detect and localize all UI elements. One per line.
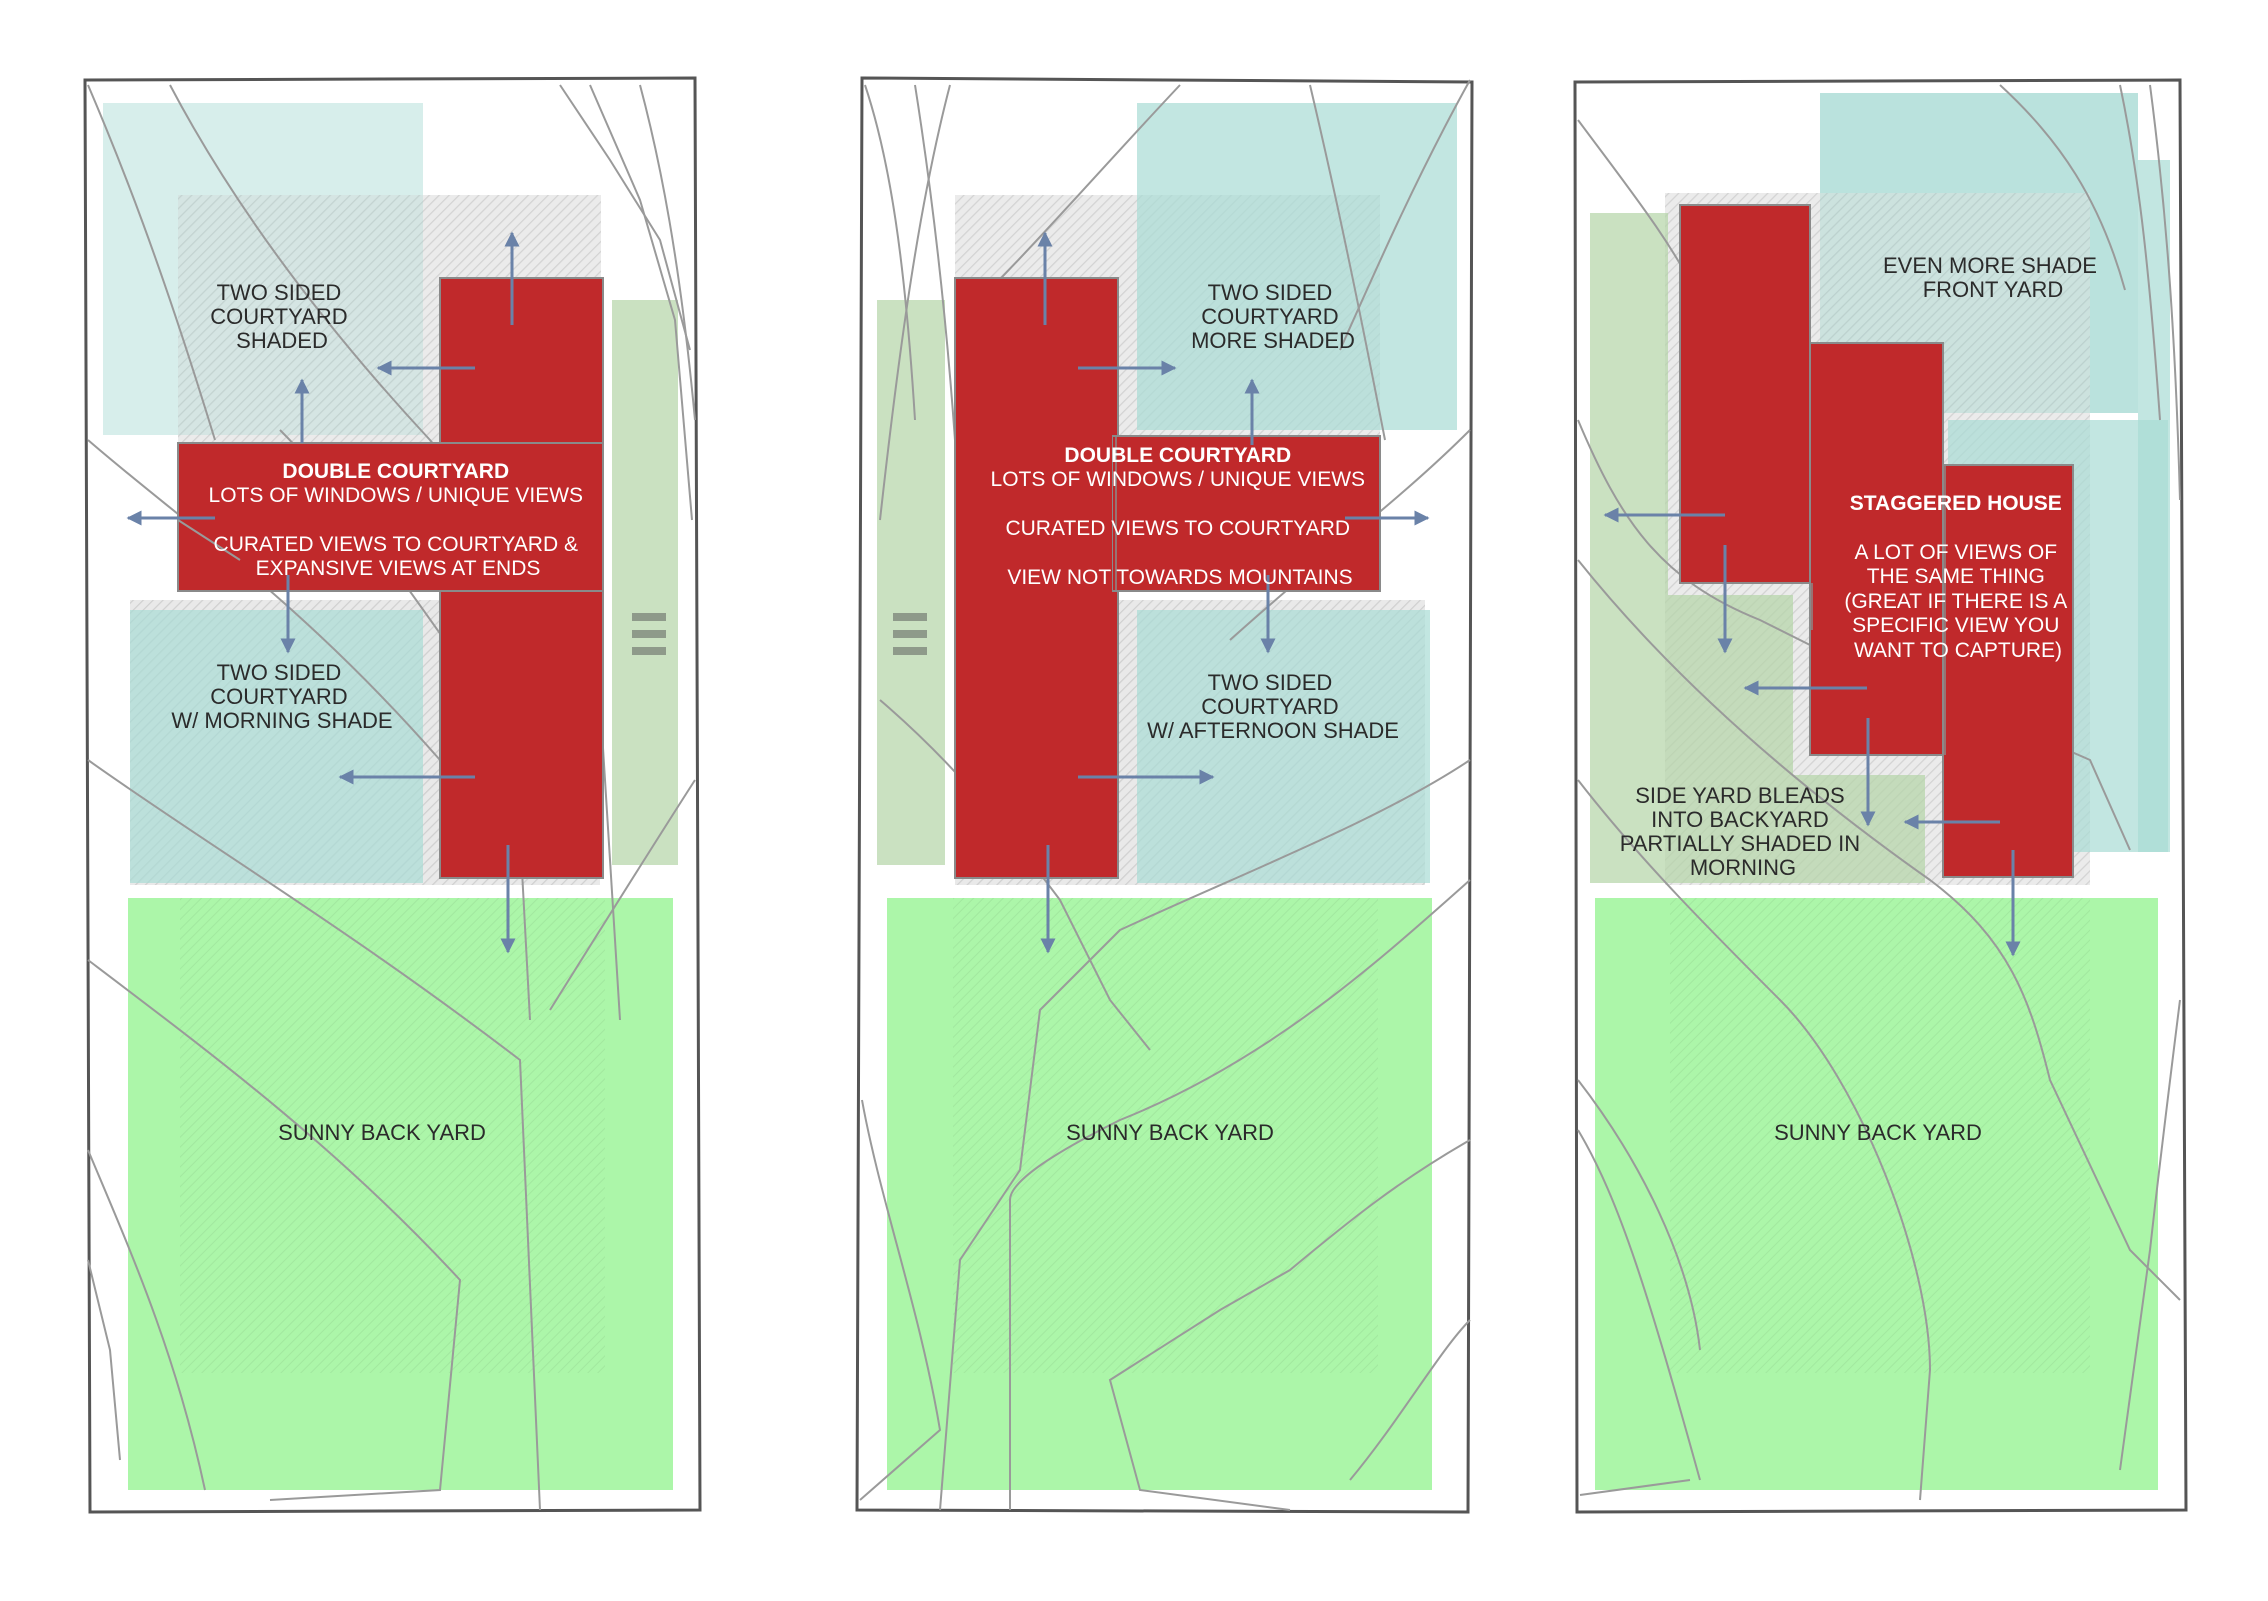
panel-staggered-house: EVEN MORE SHADE FRONT YARD SIDE YARD BLE… xyxy=(1573,78,2188,1514)
backyard-hatch xyxy=(1670,898,2090,1373)
backyard-label: SUNNY BACK YARD xyxy=(1774,1120,1982,1145)
house-label: STAGGERED HOUSE A LOT OF VIEWS OF THE SA… xyxy=(1844,492,2071,662)
courtyard-top-overlay xyxy=(103,103,423,435)
house-label: DOUBLE COURTYARD LOTS OF WINDOWS / UNIQU… xyxy=(209,460,588,580)
courtyard-bottom-zone xyxy=(1137,610,1430,883)
side-yard-zone xyxy=(877,300,945,865)
meter-icon xyxy=(632,613,666,655)
panel-double-courtyard-east: TWO SIDED COURTYARD SHADED TWO SIDED COU… xyxy=(83,76,702,1514)
side-yard-zone xyxy=(1590,213,1668,883)
courtyard-top-label: TWO SIDED COURTYARD MORE SHADED xyxy=(1191,280,1355,353)
backyard-label: SUNNY BACK YARD xyxy=(1066,1120,1274,1145)
house-block-2 xyxy=(1809,342,1944,756)
courtyard-bottom-label: TWO SIDED COURTYARD W/ MORNING SHADE xyxy=(171,660,392,733)
courtyard-top-label: TWO SIDED COURTYARD SHADED xyxy=(210,280,353,353)
front-yard-label: EVEN MORE SHADE FRONT YARD xyxy=(1883,253,2103,302)
house-label: DOUBLE COURTYARD LOTS OF WINDOWS / UNIQU… xyxy=(991,444,1370,589)
view-arrows xyxy=(126,231,520,954)
panel-double-courtyard-west: TWO SIDED COURTYARD MORE SHADED TWO SIDE… xyxy=(855,76,1474,1514)
side-yard-zone xyxy=(612,300,678,865)
view-arrows xyxy=(1037,231,1430,954)
house-staggered xyxy=(1679,204,2074,878)
contour-lines xyxy=(1577,84,2181,1501)
contour-over-house xyxy=(177,519,241,561)
view-arrows xyxy=(1603,507,2021,957)
house-block-3 xyxy=(1942,464,2074,878)
house-wing-horizontal xyxy=(1112,435,1381,592)
side-yard-label: SIDE YARD BLEADS INTO BACKYARD PARTIALLY… xyxy=(1620,783,1867,880)
meter-icon xyxy=(893,613,927,655)
courtyard-bottom-label: TWO SIDED COURTYARD W/ AFTERNOON SHADE xyxy=(1147,670,1399,743)
backyard-hatch xyxy=(180,898,605,1373)
backyard-label: SUNNY BACK YARD xyxy=(278,1120,486,1145)
courtyard-bottom-zone xyxy=(130,610,423,883)
courtyard-top-zone xyxy=(1137,103,1457,430)
house-block-1 xyxy=(1679,204,1811,584)
